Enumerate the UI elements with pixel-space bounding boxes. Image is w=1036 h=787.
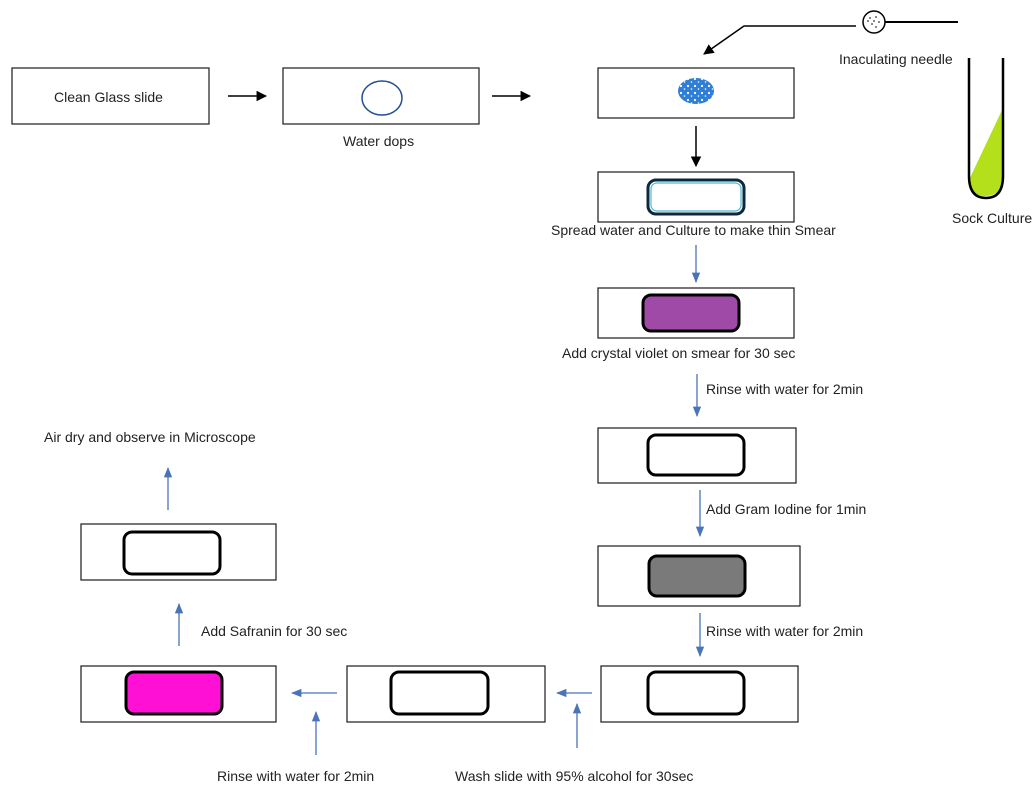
rinse-1-label: Rinse with water for 2min: [706, 381, 863, 397]
arrow-needle-to-slide: [703, 25, 856, 55]
safranin-label: Add Safranin for 30 sec: [201, 623, 347, 639]
dried-smear: [122, 530, 222, 576]
clean-slide-label: Clean Glass slide: [54, 89, 163, 105]
rinsed-smear-1: [646, 433, 746, 477]
observe-label: Air dry and observe in Microscope: [44, 429, 256, 445]
culture-tube-outline: [967, 58, 1005, 200]
culture-smear-speckles: [678, 78, 714, 104]
rinse-2-label: Rinse with water for 2min: [706, 623, 863, 639]
alcohol-wash-smear: [389, 670, 490, 716]
rinse-2-step: [600, 665, 799, 723]
rinsed-smear-2: [646, 670, 746, 716]
water-drop: [361, 80, 403, 116]
rinse-3-label: Rinse with water for 2min: [217, 768, 374, 784]
needle-loop-dots: [867, 16, 880, 28]
crystal-violet-label: Add crystal violet on smear for 30 sec: [562, 345, 795, 361]
inoculating-needle: Inaculating needle: [703, 10, 958, 67]
needle-loop-icon: [862, 10, 886, 34]
safranin-smear: [124, 670, 224, 716]
clean-glass-slide: [11, 67, 210, 125]
crystal-violet-step: Add crystal violet on smear for 30 sec: [562, 287, 795, 361]
gram-iodine-label: Add Gram Iodine for 1min: [706, 501, 866, 517]
gram-iodine-step: [597, 545, 801, 607]
gram-iodine-smear: [647, 554, 747, 598]
water-drops-label: Water dops: [343, 133, 414, 149]
spread-smear-step: Spread water and Culture to make thin Sm…: [551, 171, 836, 238]
culture-label: Sock Culture: [952, 210, 1032, 226]
clean-slide-step: Clean Glass slide: [11, 67, 210, 125]
thin-smear: [646, 178, 746, 216]
culture-drop-step: [597, 67, 795, 119]
alcohol-label: Wash slide with 95% alcohol for 30sec: [455, 768, 693, 784]
crystal-violet-smear: [641, 293, 741, 333]
safranin-step: [80, 665, 277, 723]
water-drops-step: Water dops: [282, 67, 480, 149]
needle-label: Inaculating needle: [839, 51, 953, 67]
spread-label: Spread water and Culture to make thin Sm…: [551, 222, 836, 238]
thin-smear-inner-edge: [650, 182, 742, 212]
rinse-1-step: [597, 427, 797, 484]
culture-tube: Sock Culture: [952, 58, 1032, 226]
culture-medium: [969, 108, 1003, 196]
air-dry-step: [80, 523, 277, 581]
alcohol-wash-step: [346, 665, 546, 723]
